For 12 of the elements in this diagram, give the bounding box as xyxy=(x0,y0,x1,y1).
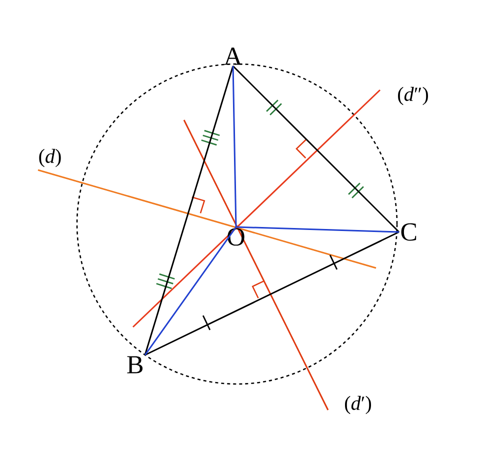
line-segment xyxy=(144,226,237,356)
line-segment xyxy=(144,231,400,356)
line-segment xyxy=(236,226,400,233)
line-label: (d′) xyxy=(345,396,371,414)
point-label: A xyxy=(224,48,242,65)
point-label: B xyxy=(127,356,143,374)
line-segment xyxy=(144,66,234,356)
point-label: C xyxy=(401,223,416,241)
line-segment xyxy=(232,66,237,228)
line-label: (d″) xyxy=(398,86,428,106)
line-label: (d) xyxy=(39,148,61,168)
line-segment xyxy=(232,65,400,233)
